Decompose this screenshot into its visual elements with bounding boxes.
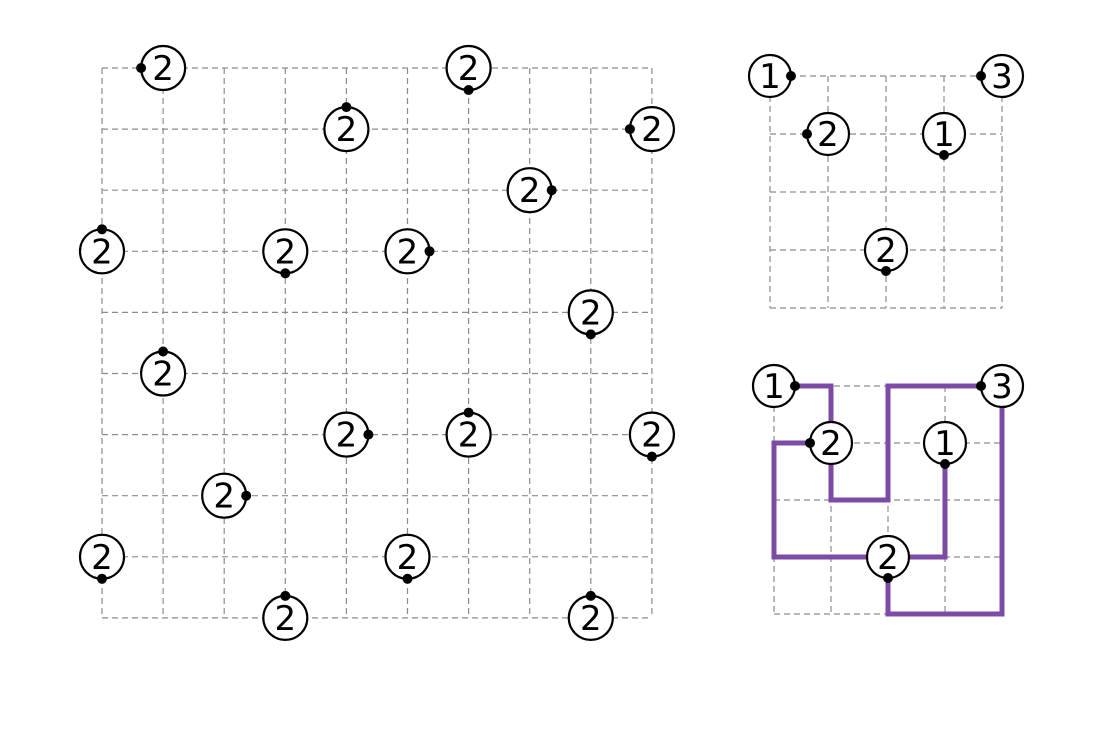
clue-dot-left: [802, 129, 812, 139]
clue-dot-up: [97, 224, 107, 235]
clue-dot-right: [786, 71, 796, 81]
clue-circle-3: 3: [976, 53, 1025, 99]
clue-dot-up: [463, 407, 474, 418]
clue-dot-right: [241, 490, 252, 501]
clue-number: 2: [877, 538, 899, 578]
grid-lines: [101, 67, 653, 619]
clue-dot-right: [424, 246, 435, 257]
clue-circle-2: 2: [323, 102, 370, 153]
clue-circle-2: 2: [863, 227, 909, 276]
clue-dot-up: [341, 102, 352, 113]
clue-number: 2: [519, 171, 541, 211]
clue-number: 2: [817, 115, 839, 155]
clue-number: 2: [274, 599, 296, 639]
clue-circle-2: 2: [136, 44, 187, 92]
clue-circle-2: 2: [865, 534, 911, 583]
clue-dot-down: [97, 573, 107, 584]
clue-circle-2: 2: [78, 533, 126, 584]
solution-path: [771, 440, 948, 560]
clue-circle-2: 2: [384, 533, 431, 584]
clue-number: 2: [336, 416, 358, 456]
clue-dot-up: [280, 590, 291, 601]
clue-circle-2: 2: [445, 407, 492, 458]
clue-number: 2: [641, 416, 663, 456]
clue-circle-2: 2: [624, 106, 676, 153]
clue-circle-1: 1: [921, 111, 967, 160]
main-puzzle-grid[interactable]: 2 2 2 2 2 2 2 2 2 2 2 2 2 2 2 2 2 2: [78, 44, 676, 642]
clue-dot-down: [402, 573, 413, 584]
clue-dot-right: [790, 381, 800, 391]
clue-circle-2: 2: [201, 472, 252, 519]
clue-number: 1: [759, 57, 781, 97]
clue-dot-down: [280, 268, 291, 279]
clue-number: 2: [397, 232, 419, 272]
clue-circle-2: 2: [445, 44, 492, 95]
clue-number: 2: [274, 232, 296, 272]
clue-dot-up: [585, 590, 596, 601]
clue-circle-2: 2: [140, 346, 187, 397]
clue-circle-1: 1: [751, 363, 800, 409]
clue-number: 2: [91, 538, 113, 578]
clue-dot-left: [976, 381, 986, 391]
clue-dot-down: [883, 573, 893, 583]
clue-circle-1: 1: [922, 420, 968, 469]
clue-number: 3: [991, 57, 1013, 97]
clue-dot-left: [136, 63, 147, 73]
clue-circle-2: 2: [567, 289, 614, 340]
clue-circle-1: 1: [747, 53, 796, 99]
clue-dot-down: [585, 329, 596, 340]
clue-number: 2: [580, 599, 602, 639]
clue-dot-left: [976, 71, 986, 81]
clue-dot-right: [363, 429, 374, 440]
clue-dot-down: [463, 85, 474, 95]
clue-circle-2: 2: [567, 590, 614, 642]
clue-circle-2: 2: [262, 590, 309, 642]
clue-circle-2: 2: [384, 228, 435, 275]
clue-circle-2: 2: [802, 111, 851, 157]
clue-number: 2: [458, 416, 480, 456]
clue-dot-left: [805, 438, 815, 448]
clue-number: 1: [763, 367, 785, 407]
clue-number: 2: [820, 424, 842, 464]
clue-circle-2: 2: [506, 167, 557, 214]
clue-number: 2: [875, 231, 897, 271]
clue-number: 2: [213, 477, 235, 517]
clue-number: 2: [152, 49, 174, 89]
clue-circle-2: 2: [628, 411, 676, 462]
clue-circle-2: 2: [323, 411, 374, 458]
clue-circle-3: 3: [976, 363, 1025, 409]
clue-dot-down: [940, 459, 950, 469]
clue-number: 2: [580, 293, 602, 333]
clue-dot-up: [158, 346, 169, 357]
clue-number: 2: [152, 355, 174, 395]
clue-number: 2: [336, 110, 358, 150]
clue-circle-2: 2: [262, 228, 309, 279]
clue-dot-down: [881, 266, 891, 276]
clue-circle-2: 2: [805, 420, 854, 466]
clue-dot-left: [624, 124, 635, 135]
clue-number: 3: [991, 367, 1013, 407]
clue-number: 2: [641, 110, 663, 150]
clue-number: 2: [91, 232, 113, 272]
clue-number: 1: [933, 115, 955, 155]
clue-dot-right: [546, 185, 557, 196]
clue-circle-2: 2: [78, 224, 126, 275]
clue-number: 2: [458, 49, 480, 89]
clue-dot-down: [939, 150, 949, 160]
clue-number: 2: [397, 538, 419, 578]
clue-number: 1: [934, 424, 956, 464]
clue-dot-down: [646, 451, 657, 462]
